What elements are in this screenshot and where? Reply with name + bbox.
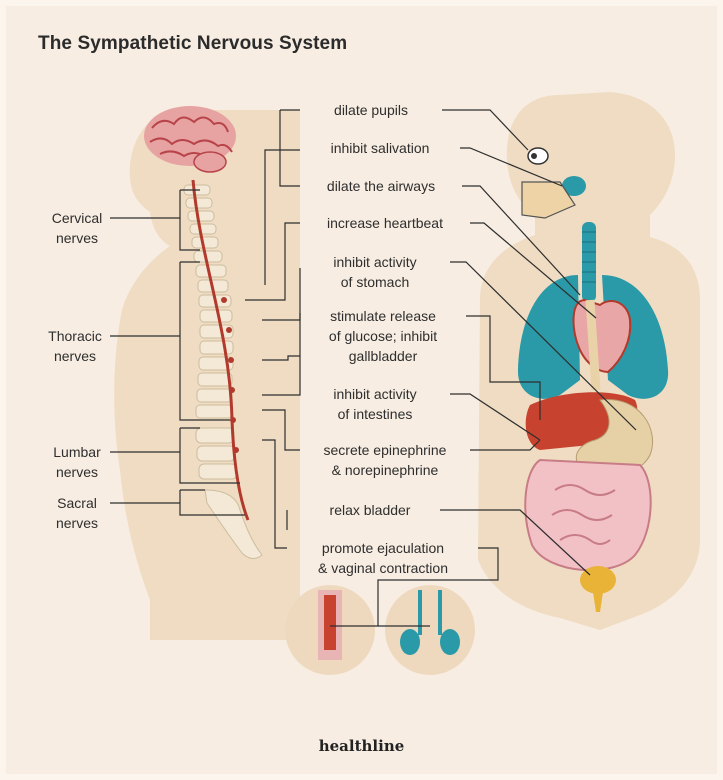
nerve-label-sacral-line1: Sacral [44, 493, 110, 513]
effect-label-epinephrine: secrete epinephrine & norepinephrine [300, 440, 470, 480]
effect-label-reproductive-line2: & vaginal contraction [290, 558, 476, 578]
effect-label-reproductive: promote ejaculation & vaginal contractio… [290, 538, 476, 578]
effect-label-heartbeat: increase heartbeat [300, 213, 470, 233]
male-reproductive-inset [385, 585, 475, 675]
nerve-label-cervical-line2: nerves [44, 228, 110, 248]
effect-label-stomach-line1: inhibit activity [300, 252, 450, 272]
effect-label-intestines-line2: of intestines [300, 404, 450, 424]
effect-label-glucose-line3: gallbladder [300, 346, 466, 366]
effect-label-heartbeat-line1: increase heartbeat [300, 213, 470, 233]
intestines [525, 460, 650, 570]
effect-label-epinephrine-line1: secrete epinephrine [300, 440, 470, 460]
effect-label-glucose: stimulate release of glucose; inhibit ga… [300, 306, 466, 366]
effect-label-intestines: inhibit activity of intestines [300, 384, 450, 424]
nerve-label-lumbar-line1: Lumbar [44, 442, 110, 462]
effect-label-salivation-line1: inhibit salivation [300, 138, 460, 158]
effect-label-reproductive-line1: promote ejaculation [290, 538, 476, 558]
trachea [582, 222, 596, 302]
nerve-label-sacral: Sacral nerves [44, 493, 110, 533]
effect-label-stomach: inhibit activity of stomach [300, 252, 450, 292]
effect-label-glucose-line2: of glucose; inhibit [300, 326, 466, 346]
effect-label-intestines-line1: inhibit activity [300, 384, 450, 404]
nerve-label-sacral-line2: nerves [44, 513, 110, 533]
effect-label-epinephrine-line2: & norepinephrine [300, 460, 470, 480]
nerve-label-thoracic: Thoracic nerves [40, 326, 110, 366]
nerve-label-lumbar: Lumbar nerves [44, 442, 110, 482]
effect-label-salivation: inhibit salivation [300, 138, 460, 158]
nerve-label-cervical-line1: Cervical [44, 208, 110, 228]
effect-label-airways: dilate the airways [300, 176, 462, 196]
nerve-label-cervical: Cervical nerves [44, 208, 110, 248]
effect-label-glucose-line1: stimulate release [300, 306, 466, 326]
effect-label-stomach-line2: of stomach [300, 272, 450, 292]
effect-label-bladder: relax bladder [300, 500, 440, 520]
effect-label-bladder-line1: relax bladder [300, 500, 440, 520]
effect-label-pupils-line1: dilate pupils [300, 100, 442, 120]
healthline-logo: healthline [0, 737, 723, 755]
nerve-label-thoracic-line2: nerves [40, 346, 110, 366]
nerve-label-lumbar-line2: nerves [44, 462, 110, 482]
female-reproductive-inset [285, 585, 375, 675]
eye [528, 148, 548, 164]
effect-label-airways-line1: dilate the airways [300, 176, 462, 196]
nerve-label-thoracic-line1: Thoracic [40, 326, 110, 346]
effect-label-pupils: dilate pupils [300, 100, 442, 120]
